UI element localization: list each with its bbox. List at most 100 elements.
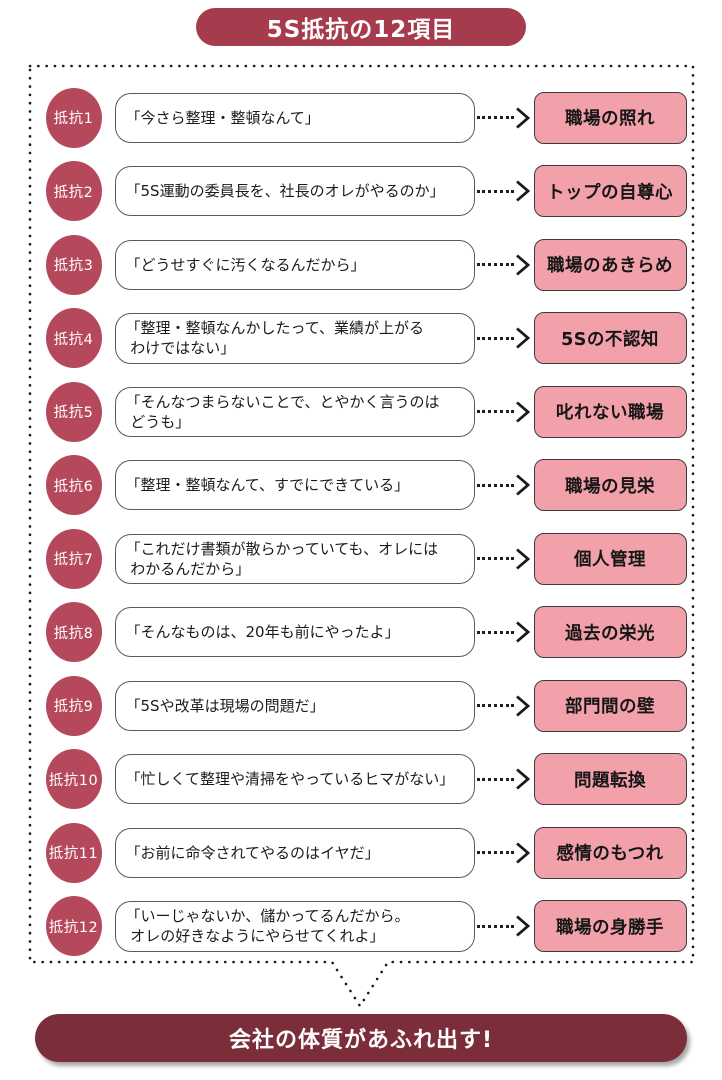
resistance-number-label: 抵抗5: [53, 405, 94, 422]
quote-text: 「忙しくて整理や清掃をやっているヒマがない」: [125, 770, 455, 789]
quote-text: 「そんなつまらないことで、とやかく言うのは どうも」: [125, 392, 440, 431]
chevron-right-icon: [515, 842, 530, 864]
dotted-arrow-icon: [476, 474, 530, 496]
dotted-arrow-icon: [476, 768, 530, 790]
result-label: 過去の栄光: [565, 623, 655, 644]
resistance-number-label: 抵抗11: [48, 846, 99, 863]
rows-container: 抵抗1 「今さら整理・整頓なんて」 職場の照れ 抵抗2 「5S運動の委員長を、社…: [24, 60, 699, 963]
arrow-dots: [476, 116, 514, 120]
quote-bubble: 「これだけ書類が散らかっていても、オレには わかるんだから」: [114, 533, 475, 584]
diagram-frame: 抵抗1 「今さら整理・整頓なんて」 職場の照れ 抵抗2 「5S運動の委員長を、社…: [24, 60, 699, 1008]
result-box: トップの自尊心: [533, 165, 687, 218]
page-title-label: 5S抵抗の12項目: [266, 17, 456, 43]
result-label: 職場のあきらめ: [547, 256, 673, 277]
resistance-number-label: 抵抗10: [48, 772, 99, 789]
quote-text: 「5S運動の委員長を、社長のオレがやるのか」: [125, 182, 445, 201]
resistance-number-badge: 抵抗2: [45, 161, 102, 222]
result-box: 職場の見栄: [533, 459, 687, 512]
page-title: 5S抵抗の12項目: [196, 8, 526, 46]
resistance-row: 抵抗6 「整理・整頓なんて、すでにできている」 職場の見栄: [24, 449, 699, 523]
result-label: トップの自尊心: [547, 182, 673, 203]
result-label: 職場の身勝手: [556, 917, 664, 938]
chevron-right-icon: [515, 401, 530, 423]
chevron-right-icon: [515, 915, 530, 937]
resistance-row: 抵抗4 「整理・整頓なんかしたって、業績が上がる わけではない」 5Sの不認知: [24, 302, 699, 376]
quote-bubble: 「そんなつまらないことで、とやかく言うのは どうも」: [114, 386, 475, 437]
quote-bubble: 「整理・整頓なんて、すでにできている」: [114, 460, 475, 511]
result-box: 過去の栄光: [533, 606, 687, 659]
chevron-right-icon: [515, 768, 530, 790]
chevron-right-icon: [515, 695, 530, 717]
result-box: 職場の身勝手: [533, 900, 687, 953]
result-box: 職場の照れ: [533, 91, 687, 144]
arrow-dots: [476, 483, 514, 487]
resistance-row: 抵抗1 「今さら整理・整頓なんて」 職場の照れ: [24, 81, 699, 155]
resistance-row: 抵抗3 「どうせすぐに汚くなるんだから」 職場のあきらめ: [24, 228, 699, 302]
resistance-number-badge: 抵抗10: [45, 749, 102, 810]
quote-text: 「5Sや改革は現場の問題だ」: [125, 696, 325, 715]
result-label: 職場の見栄: [565, 476, 655, 497]
result-box: 個人管理: [533, 532, 687, 585]
resistance-number-badge: 抵抗5: [45, 381, 102, 442]
dotted-arrow-icon: [476, 621, 530, 643]
result-box: 感情のもつれ: [533, 826, 687, 879]
quote-bubble: 「5Sや改革は現場の問題だ」: [114, 680, 475, 731]
quote-bubble: 「整理・整頓なんかしたって、業績が上がる わけではない」: [114, 313, 475, 364]
result-label: 感情のもつれ: [556, 844, 664, 865]
quote-text: 「整理・整頓なんかしたって、業績が上がる わけではない」: [125, 319, 425, 358]
resistance-number-badge: 抵抗3: [45, 234, 102, 295]
dotted-arrow-icon: [476, 548, 530, 570]
quote-text: 「今さら整理・整頓なんて」: [125, 108, 320, 127]
resistance-number-label: 抵抗1: [53, 111, 94, 128]
dotted-arrow-icon: [476, 327, 530, 349]
resistance-number-label: 抵抗6: [53, 478, 94, 495]
result-label: 個人管理: [574, 550, 646, 571]
chevron-right-icon: [515, 474, 530, 496]
result-box: 5Sの不認知: [533, 312, 687, 365]
quote-bubble: 「忙しくて整理や清掃をやっているヒマがない」: [114, 754, 475, 805]
conclusion-label: 会社の体質があふれ出す!: [228, 1028, 494, 1053]
resistance-number-badge: 抵抗8: [45, 602, 102, 663]
resistance-number-badge: 抵抗12: [45, 896, 102, 957]
chevron-right-icon: [515, 621, 530, 643]
result-box: 職場のあきらめ: [533, 238, 687, 291]
arrow-dots: [476, 704, 514, 708]
result-box: 部門間の壁: [533, 679, 687, 732]
dotted-arrow-icon: [476, 842, 530, 864]
resistance-number-badge: 抵抗9: [45, 675, 102, 736]
resistance-row: 抵抗9 「5Sや改革は現場の問題だ」 部門間の壁: [24, 669, 699, 743]
resistance-number-label: 抵抗8: [53, 625, 94, 642]
result-label: 職場の照れ: [565, 109, 655, 130]
chevron-right-icon: [515, 254, 530, 276]
chevron-right-icon: [515, 180, 530, 202]
chevron-right-icon: [515, 548, 530, 570]
dotted-arrow-icon: [476, 254, 530, 276]
resistance-number-badge: 抵抗11: [45, 822, 102, 883]
resistance-number-label: 抵抗9: [53, 699, 94, 716]
quote-bubble: 「5S運動の委員長を、社長のオレがやるのか」: [114, 166, 475, 217]
quote-text: 「整理・整頓なんて、すでにできている」: [125, 476, 410, 495]
result-label: 叱れない職場: [556, 403, 664, 424]
arrow-dots: [476, 630, 514, 634]
resistance-row: 抵抗10 「忙しくて整理や清掃をやっているヒマがない」 問題転換: [24, 743, 699, 817]
dotted-arrow-icon: [476, 107, 530, 129]
resistance-number-label: 抵抗3: [53, 258, 94, 275]
dotted-arrow-icon: [476, 401, 530, 423]
result-label: 問題転換: [574, 770, 646, 791]
dotted-arrow-icon: [476, 180, 530, 202]
result-label: 部門間の壁: [565, 697, 655, 718]
quote-text: 「そんなものは、20年も前にやったよ」: [125, 623, 400, 642]
resistance-row: 抵抗12 「いーじゃないか、儲かってるんだから。 オレの好きなようにやらせてくれ…: [24, 890, 699, 964]
quote-bubble: 「お前に命令されてやるのはイヤだ」: [114, 827, 475, 878]
resistance-number-label: 抵抗4: [53, 331, 94, 348]
arrow-dots: [476, 777, 514, 781]
chevron-right-icon: [515, 107, 530, 129]
quote-text: 「これだけ書類が散らかっていても、オレには わかるんだから」: [125, 539, 439, 578]
resistance-number-badge: 抵抗4: [45, 308, 102, 369]
arrow-dots: [476, 557, 514, 561]
resistance-number-label: 抵抗2: [53, 184, 94, 201]
resistance-row: 抵抗11 「お前に命令されてやるのはイヤだ」 感情のもつれ: [24, 816, 699, 890]
resistance-number-badge: 抵抗1: [45, 87, 102, 148]
arrow-dots: [476, 263, 514, 267]
